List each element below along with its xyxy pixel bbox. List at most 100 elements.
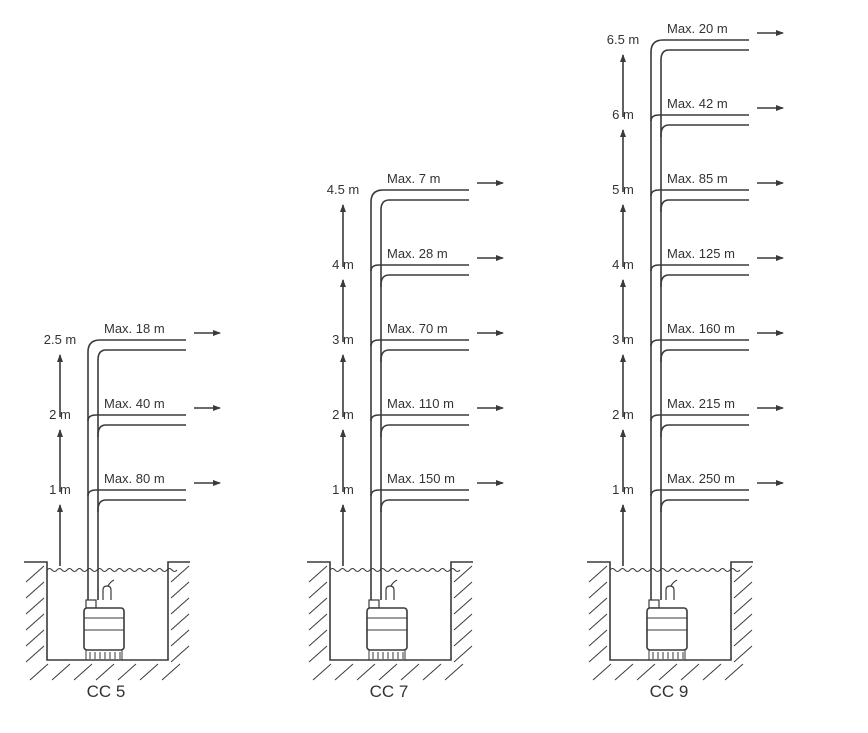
ground-hatch-right xyxy=(170,581,190,599)
max-length-label: Max. 42 m xyxy=(667,96,728,111)
pipe-outer-wall xyxy=(370,189,469,600)
pump-strainer xyxy=(648,649,686,661)
branch-pipe xyxy=(650,264,749,272)
ground-hatch-bottom xyxy=(334,663,354,681)
ground-hatch-right xyxy=(170,629,190,647)
pipe-inner-wall xyxy=(660,199,749,287)
ground-hatch-left xyxy=(25,565,45,583)
ground-hatch-left xyxy=(25,645,45,663)
pipe-inner-wall xyxy=(380,499,469,600)
height-label: 2.5 m xyxy=(44,332,77,347)
ground-hatch-bottom xyxy=(117,663,137,681)
branch-pipe xyxy=(370,339,469,347)
pump-model-title: CC 9 xyxy=(650,682,689,701)
ground-hatch-right xyxy=(453,581,473,599)
max-length-label: Max. 7 m xyxy=(387,171,440,186)
ground-hatch-bottom xyxy=(378,663,398,681)
ground-hatch-right xyxy=(733,629,753,647)
pipe-inner-wall xyxy=(380,349,469,437)
branch-pipe xyxy=(370,414,469,422)
ground-hatch-left xyxy=(25,597,45,615)
power-cable xyxy=(390,579,398,587)
pipe-inner-wall xyxy=(660,349,749,437)
pump-strainer xyxy=(368,649,406,661)
ground-hatch-right xyxy=(453,613,473,631)
power-cable xyxy=(670,579,678,587)
ground-hatch-left xyxy=(308,597,328,615)
pipe-inner-wall xyxy=(660,49,749,137)
ground-hatch-bottom xyxy=(139,663,159,681)
height-label: 6.5 m xyxy=(607,32,640,47)
ground-hatch-bottom xyxy=(658,663,678,681)
pump-body xyxy=(646,607,688,651)
pump-strainer xyxy=(85,649,123,661)
pipe-inner-wall xyxy=(380,424,469,512)
ground-hatch-bottom xyxy=(680,663,700,681)
ground-hatch-bottom xyxy=(51,663,71,681)
pump-body xyxy=(83,607,125,651)
ground-hatch-left xyxy=(25,613,45,631)
ground-hatch-right xyxy=(170,565,190,583)
branch-pipe xyxy=(650,489,749,497)
ground-hatch-bottom xyxy=(724,663,744,681)
ground-hatch-bottom xyxy=(702,663,722,681)
pump-body xyxy=(366,607,408,651)
water-surface xyxy=(46,568,178,572)
ground-hatch-bottom xyxy=(356,663,376,681)
ground-hatch-left xyxy=(308,565,328,583)
branch-pipe xyxy=(87,489,186,497)
ground-hatch-right xyxy=(170,645,190,663)
max-length-label: Max. 70 m xyxy=(387,321,448,336)
ground-hatch-bottom xyxy=(161,663,181,681)
max-length-label: Max. 40 m xyxy=(104,396,165,411)
pipe-inner-wall xyxy=(380,274,469,362)
ground-hatch-left xyxy=(588,645,608,663)
max-length-label: Max. 18 m xyxy=(104,321,165,336)
pump-outlet xyxy=(368,599,380,609)
ground-hatch-left xyxy=(308,581,328,599)
pipe-inner-wall xyxy=(97,424,186,512)
ground-hatch-left xyxy=(25,629,45,647)
max-length-label: Max. 85 m xyxy=(667,171,728,186)
ground-hatch-left xyxy=(308,629,328,647)
ground-hatch-right xyxy=(733,565,753,583)
branch-pipe xyxy=(650,114,749,122)
max-length-label: Max. 215 m xyxy=(667,396,735,411)
power-cable xyxy=(107,579,115,587)
ground-hatch-bottom xyxy=(400,663,420,681)
max-length-label: Max. 150 m xyxy=(387,471,455,486)
max-length-label: Max. 250 m xyxy=(667,471,735,486)
branch-pipe xyxy=(370,489,469,497)
ground-hatch-left xyxy=(588,581,608,599)
pipe-inner-wall xyxy=(660,424,749,512)
ground-hatch-right xyxy=(453,645,473,663)
ground-hatch-left xyxy=(308,613,328,631)
ground-hatch-right xyxy=(453,597,473,615)
pump-handle xyxy=(665,585,675,600)
max-length-label: Max. 110 m xyxy=(387,396,454,411)
pipe-inner-wall xyxy=(660,499,749,600)
ground-hatch-right xyxy=(733,597,753,615)
ground-hatch-bottom xyxy=(592,663,612,681)
ground-hatch-bottom xyxy=(95,663,115,681)
ground-hatch-right xyxy=(453,629,473,647)
ground-hatch-right xyxy=(170,597,190,615)
branch-pipe xyxy=(87,414,186,422)
max-length-label: Max. 28 m xyxy=(387,246,448,261)
ground-hatch-bottom xyxy=(444,663,464,681)
pump-outlet xyxy=(85,599,97,609)
max-length-label: Max. 80 m xyxy=(104,471,165,486)
ground-hatch-bottom xyxy=(636,663,656,681)
branch-pipe xyxy=(650,189,749,197)
branch-pipe xyxy=(650,339,749,347)
pump-model-title: CC 7 xyxy=(370,682,409,701)
pipe-inner-wall xyxy=(660,124,749,212)
max-length-label: Max. 20 m xyxy=(667,21,728,36)
ground-hatch-right xyxy=(170,613,190,631)
ground-hatch-bottom xyxy=(73,663,93,681)
